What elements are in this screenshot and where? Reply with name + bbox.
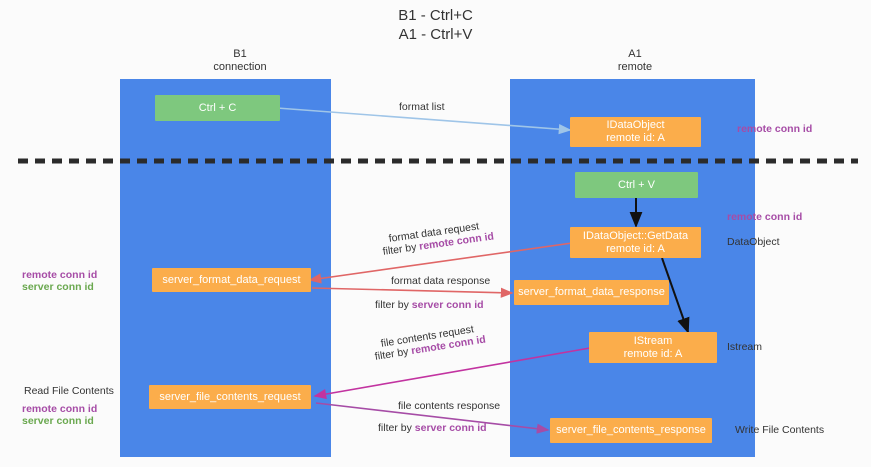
box-server-file-contents-response-label: server_file_contents_response [556, 424, 706, 436]
box-idataobject-line1: IDataObject [606, 119, 665, 131]
left-label-remote-conn-id-2: remote conn id [22, 403, 98, 415]
box-server-format-data-request-label: server_format_data_request [162, 273, 301, 286]
left-label-remote-conn-id: remote conn id [22, 269, 98, 281]
right-label-istream: Istream [727, 341, 763, 353]
label-file-contents-response-text: file contents response [398, 400, 501, 412]
left-label-read-file-contents: Read File Contents [24, 385, 114, 397]
box-ctrl-v[interactable]: Ctrl + V [575, 172, 698, 198]
box-server-file-contents-request[interactable]: server_file_contents_request [149, 385, 311, 409]
label-filter-prefix-3: filter by [374, 345, 413, 363]
right-label-remote-conn-id-top: remote conn id [737, 123, 813, 135]
column-header-a1-name: A1 [628, 48, 642, 60]
box-getdata-line1: IDataObject::GetData [582, 229, 689, 242]
label-filter-key-2: server conn id [411, 299, 484, 311]
box-idataobject-line2: remote id: A [606, 132, 665, 144]
diagram-title: B1 - Ctrl+C A1 - Ctrl+V [0, 6, 871, 44]
label-filter-prefix-1: filter by [382, 240, 421, 258]
box-server-file-contents-request-label: server_file_contents_request [159, 390, 301, 403]
box-getdata-line2: remote id: A [606, 242, 665, 255]
label-filter-prefix-2: filter by [375, 299, 412, 311]
box-server-file-contents-response[interactable]: server_file_contents_response [550, 418, 712, 443]
box-istream[interactable]: IStream remote id: A [589, 332, 717, 363]
box-server-format-data-response-label: server_format_data_response [518, 286, 665, 298]
label-filter-key-4: server conn id [414, 422, 487, 434]
left-label-server-conn-id-2: server conn id [22, 415, 94, 427]
label-format-data-response-filter: filter by server conn id [375, 299, 484, 312]
column-header-a1: A1 remote [540, 48, 730, 74]
box-istream-line1: IStream [633, 334, 673, 347]
column-header-b1-name: B1 [233, 48, 247, 60]
right-label-write-file-contents: Write File Contents [735, 424, 825, 436]
label-format-list: format list [399, 101, 445, 113]
right-label-dataobject: DataObject [727, 236, 780, 248]
column-header-a1-sub: remote [617, 61, 653, 73]
box-server-format-data-response[interactable]: server_format_data_response [514, 280, 669, 305]
box-ctrl-c-label: Ctrl + C [198, 101, 237, 114]
label-file-contents-response: file contents response [398, 400, 500, 413]
label-format-data-response: format data response [391, 275, 490, 288]
left-label-server-conn-id: server conn id [22, 281, 94, 293]
box-ctrl-c[interactable]: Ctrl + C [155, 95, 280, 121]
box-ctrl-v-label: Ctrl + V [618, 178, 655, 191]
title-line-1: B1 - Ctrl+C [398, 7, 473, 24]
box-server-format-data-request[interactable]: server_format_data_request [152, 268, 311, 292]
right-label-remote-conn-id-mid: remote conn id [727, 211, 803, 223]
label-format-data-response-text: format data response [391, 275, 491, 287]
label-filter-prefix-4: filter by [378, 422, 415, 434]
label-file-contents-response-filter: filter by server conn id [378, 422, 487, 435]
box-istream-line2: remote id: A [623, 347, 683, 360]
column-header-b1-sub: connection [213, 61, 267, 73]
box-idataobject[interactable]: IDataObject remote id: A [570, 117, 701, 147]
box-idataobject-getdata[interactable]: IDataObject::GetData remote id: A [570, 227, 701, 258]
column-header-b1: B1 connection [150, 48, 330, 74]
title-line-2: A1 - Ctrl+V [398, 26, 473, 43]
arrow-format-data-response [311, 287, 514, 298]
